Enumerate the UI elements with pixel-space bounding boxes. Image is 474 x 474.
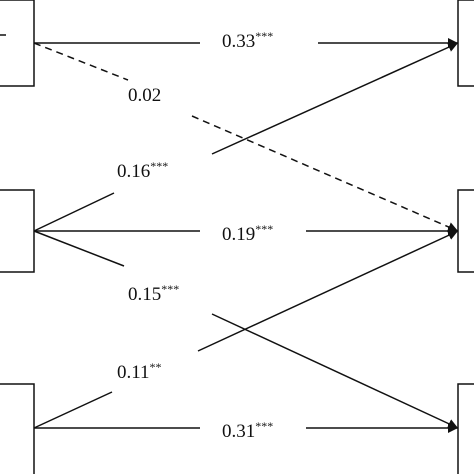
path-p6: 0.11** <box>33 230 459 429</box>
coef-label-p4: 0.19*** <box>222 222 273 246</box>
coef-label-p2: 0.02 <box>128 85 161 106</box>
path-p7: 0.31*** <box>34 419 458 443</box>
path-p1: 0.33*** <box>34 29 458 53</box>
path-p2: 0.02 <box>33 42 459 232</box>
path-p5: 0.15*** <box>33 230 459 429</box>
left-box-1 <box>0 0 35 87</box>
path-p3: 0.16*** <box>33 42 459 232</box>
path-p4: 0.19*** <box>34 222 458 246</box>
coef-label-p7: 0.31*** <box>222 419 273 443</box>
coef-label-p5: 0.15*** <box>128 282 179 306</box>
coef-label-p6: 0.11** <box>117 360 162 384</box>
left-box-2 <box>0 189 35 273</box>
right-box-2 <box>457 189 474 273</box>
coef-label-p3: 0.16*** <box>117 159 168 183</box>
right-box-3 <box>457 383 474 474</box>
coef-label-p1: 0.33*** <box>222 29 273 53</box>
right-box-1 <box>457 0 474 87</box>
left-box-3 <box>0 383 35 474</box>
